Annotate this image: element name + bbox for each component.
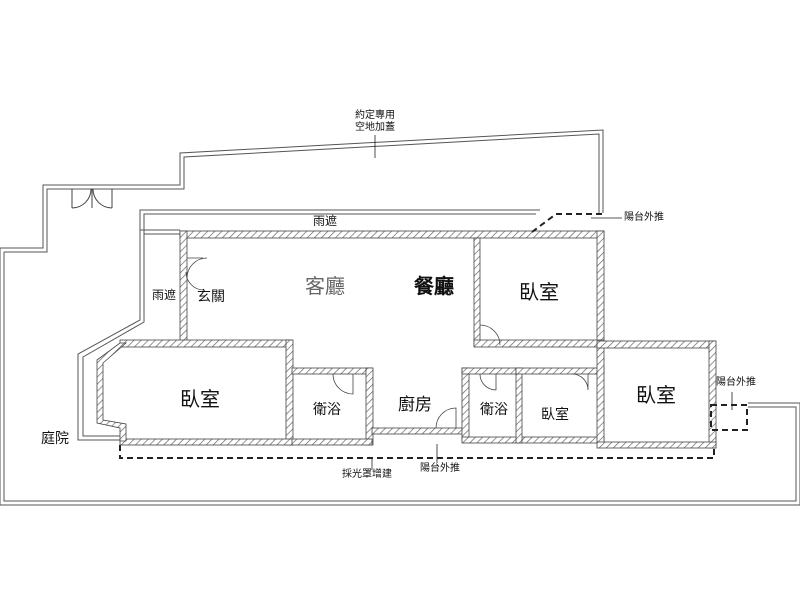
room-bathroom-left: 衛浴 [313, 402, 341, 418]
room-bedroom-top-right: 臥室 [519, 280, 559, 304]
note-skylight: 採光罩增建 [342, 469, 392, 480]
doors [185, 257, 589, 429]
note-balcony-top: 陽台外推 [624, 212, 664, 223]
room-bedroom-left: 臥室 [180, 387, 220, 411]
note-balcony-bottom: 陽台外推 [420, 463, 460, 474]
label-garden: 庭院 [41, 431, 69, 447]
room-entrance: 玄關 [197, 289, 225, 305]
room-living: 客廳 [305, 274, 345, 298]
note-exclusive-space: 約定專用 空地加蓋 [350, 110, 400, 134]
room-kitchen: 廚房 [398, 395, 432, 415]
room-bathroom-right: 衛浴 [480, 402, 508, 418]
label-awning-left: 雨遮 [152, 288, 177, 302]
site-boundary [0, 129, 800, 506]
garden-door [71, 188, 113, 209]
walls [96, 230, 717, 449]
awning-outline [77, 209, 540, 441]
room-bedroom-small: 臥室 [541, 407, 569, 423]
note-balcony-right: 陽台外推 [716, 377, 756, 388]
note-exclusive-line1: 約定專用 [355, 110, 395, 121]
note-exclusive-line2: 空地加蓋 [355, 122, 395, 133]
room-dining: 餐廳 [414, 274, 454, 298]
dashed-additions [119, 213, 748, 459]
label-awning-top: 雨遮 [313, 214, 338, 228]
room-bedroom-right: 臥室 [636, 383, 676, 407]
leader-lines [371, 135, 733, 470]
